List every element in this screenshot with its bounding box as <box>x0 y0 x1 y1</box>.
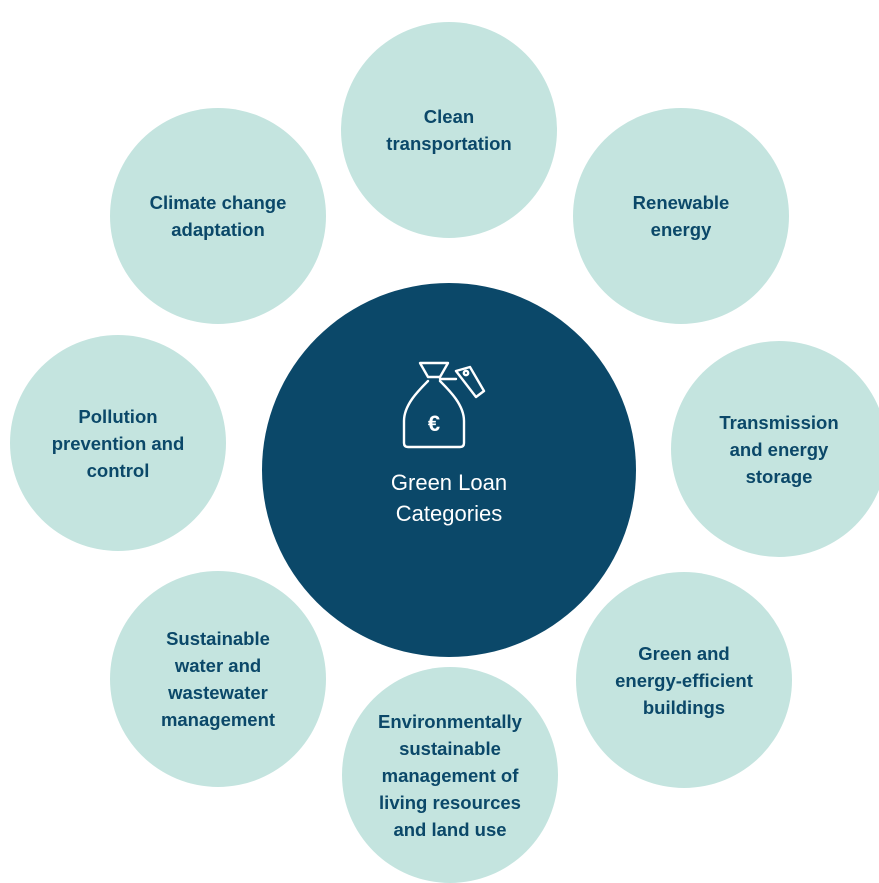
category-label: Pollution prevention and control <box>51 405 185 481</box>
category-label: Green and energy-efficient buildings <box>615 642 753 718</box>
category-label: Renewable energy <box>632 192 730 240</box>
center-title: Green Loan Categories <box>390 470 508 526</box>
category-label: Clean transportation <box>386 106 512 154</box>
category-label: Sustainable water and wastewater managem… <box>160 628 276 730</box>
money-bag-euro-icon: € <box>402 361 486 449</box>
category-climate-change-adaptation: Climate change adaptation <box>110 108 326 324</box>
category-label: Transmission and energy storage <box>719 411 839 487</box>
category-green-buildings: Green and energy-efficient buildings <box>576 572 792 788</box>
category-transmission-energy-storage: Transmission and energy storage <box>671 341 879 557</box>
center-hub: € Green Loan Categories <box>262 283 636 657</box>
category-renewable-energy: Renewable energy <box>573 108 789 324</box>
currency-symbol: € <box>428 411 440 436</box>
category-label: Environmentally sustainable management o… <box>378 710 522 840</box>
category-clean-transportation: Clean transportation <box>341 22 557 238</box>
category-pollution-prevention: Pollution prevention and control <box>10 335 226 551</box>
category-label: Climate change adaptation <box>149 192 287 240</box>
category-water-management: Sustainable water and wastewater managem… <box>110 571 326 787</box>
category-living-resources-land-use: Environmentally sustainable management o… <box>342 667 558 883</box>
